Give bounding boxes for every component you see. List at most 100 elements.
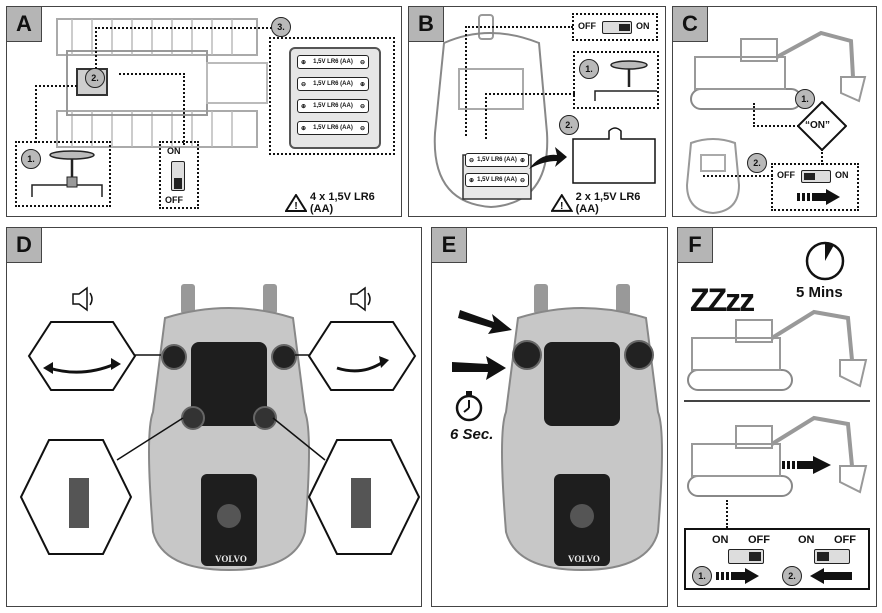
remote-control-illustration: [501, 284, 663, 572]
switch-sequence-box: ON OFF 1. ON OFF 2.: [684, 528, 870, 590]
rotate-left-hexagon: [27, 321, 137, 391]
battery-1: ⊕1,5V LR6 (AA)⊖: [297, 55, 369, 69]
panel-label-f: F: [678, 228, 713, 263]
warning-triangle-icon: !: [285, 194, 307, 212]
power-switch[interactable]: [801, 170, 831, 183]
sw1-on-label: ON: [712, 534, 729, 546]
leader-line: [95, 27, 97, 69]
sw1-off-label: OFF: [748, 534, 770, 546]
leader-line: [485, 93, 487, 139]
leader-line: [821, 149, 823, 165]
screwdriver-icon: [594, 60, 657, 101]
step-badge-2: 2.: [782, 566, 802, 586]
step-badge-1: 1.: [21, 149, 41, 169]
battery-compartment-box: ⊕1,5V LR6 (AA)⊖ ⊖1,5V LR6 (AA)⊕ ⊕1,5V LR…: [269, 37, 395, 155]
press-arrow-icon: [452, 356, 506, 380]
warning-triangle-icon: !: [551, 194, 573, 212]
right-shoulder-button[interactable]: [624, 340, 654, 370]
panel-a: A 2. 1. ON OFF 3.: [6, 6, 402, 217]
step-badge-1: 1.: [692, 566, 712, 586]
power-switch[interactable]: [171, 161, 185, 191]
sw2-on-label: ON: [798, 534, 815, 546]
switch-on-label: ON: [636, 21, 650, 31]
arm-left-hexagon: [19, 439, 133, 555]
excavator-underside-illustration: [56, 18, 268, 148]
timer-label: 6 Sec.: [450, 426, 494, 443]
switch-off-label: OFF: [165, 195, 183, 205]
arrow-icon: [782, 456, 831, 474]
excavator-illustration: [687, 309, 868, 391]
panel-c: C 1. “ON” 2. OFF ON: [672, 6, 877, 217]
right-shoulder-button[interactable]: [271, 344, 297, 370]
switch-on-label: ON: [835, 170, 849, 180]
battery-warning: ! 2 x 1,5V LR6 (AA): [551, 191, 665, 215]
leader-line: [465, 26, 467, 136]
speaker-icon: [350, 286, 371, 312]
battery-2: ⊕1,5V LR6 (AA)⊖: [465, 173, 529, 187]
timer-label: 5 Mins: [796, 284, 843, 301]
leader-line: [35, 85, 77, 87]
leader-line: [35, 85, 37, 143]
arrow-left-icon: [810, 568, 852, 584]
switch-off-label: OFF: [777, 170, 795, 180]
step-badge-3: 3.: [271, 17, 291, 37]
arrow-icon: [529, 147, 567, 169]
sw2-off-label: OFF: [834, 534, 856, 546]
leader-line: [703, 175, 773, 177]
screwdriver-icon: [31, 150, 103, 197]
stopwatch-icon: [805, 241, 845, 281]
battery-3: ⊕1,5V LR6 (AA)⊖: [297, 99, 369, 113]
arrow-icon: [716, 568, 759, 584]
switch-on-label: ON: [167, 146, 181, 156]
excavator-illustration: [687, 415, 868, 497]
leader-line: [753, 125, 799, 127]
leader-line: [485, 93, 575, 95]
battery-2: ⊖1,5V LR6 (AA)⊕: [297, 77, 369, 91]
sleep-label: ZZzz: [690, 282, 755, 318]
screwdriver-box: 1.: [573, 51, 659, 109]
leader-line: [465, 26, 573, 28]
remote-control-illustration: [148, 284, 310, 572]
power-switch-box: OFF ON: [572, 13, 658, 41]
left-shoulder-button[interactable]: [512, 340, 542, 370]
stopwatch-icon: [455, 391, 483, 422]
battery-warning: ! 4 x 1,5V LR6 (AA): [285, 191, 401, 215]
on-sign-label: “ON”: [805, 120, 830, 131]
divider: [684, 400, 870, 402]
arrow-icon: [797, 189, 840, 205]
power-switch[interactable]: [602, 21, 632, 34]
left-shoulder-button[interactable]: [161, 344, 187, 370]
speaker-icon: [72, 286, 93, 312]
brand-label: VOLVO: [215, 554, 247, 564]
power-switch-1[interactable]: [728, 549, 764, 564]
step-badge-2: 2.: [747, 153, 767, 173]
panel-e: E VOLVO 6 Sec.: [431, 227, 668, 607]
screwdriver-box: 1.: [15, 141, 111, 207]
connector-lines: [116, 354, 326, 461]
battery-1: ⊖1,5V LR6 (AA)⊕: [465, 153, 529, 167]
leader-line: [726, 500, 728, 528]
panel-label-e: E: [432, 228, 467, 263]
warning-text: 4 x 1,5V LR6 (AA): [309, 191, 375, 215]
power-switch-2[interactable]: [814, 549, 850, 564]
switch-off-label: OFF: [578, 21, 596, 31]
warning-text: 2 x 1,5V LR6 (AA): [575, 191, 641, 215]
rotate-right-hexagon: [307, 321, 417, 391]
step-badge-2: 2.: [559, 115, 579, 135]
svg-text:!: !: [294, 201, 297, 212]
battery-4: ⊕1,5V LR6 (AA)⊖: [297, 121, 369, 135]
leader-line: [95, 27, 275, 29]
panel-b: B ⊖1,5V LR6 (AA)⊕ ⊕1,5V LR6 (AA)⊖ OFF ON…: [408, 6, 666, 217]
power-switch-box: ON OFF: [159, 141, 199, 209]
panel-label-c: C: [673, 7, 708, 42]
step-badge-2: 2.: [85, 68, 105, 88]
panel-label-b: B: [409, 7, 444, 42]
brand-label: VOLVO: [568, 554, 600, 564]
step-badge-1: 1.: [795, 89, 815, 109]
leader-line: [753, 103, 755, 127]
arm-right-hexagon: [307, 439, 421, 555]
leader-line: [119, 73, 185, 75]
leader-line: [183, 73, 185, 145]
power-switch-box: OFF ON: [771, 163, 859, 211]
panel-label-d: D: [7, 228, 42, 263]
